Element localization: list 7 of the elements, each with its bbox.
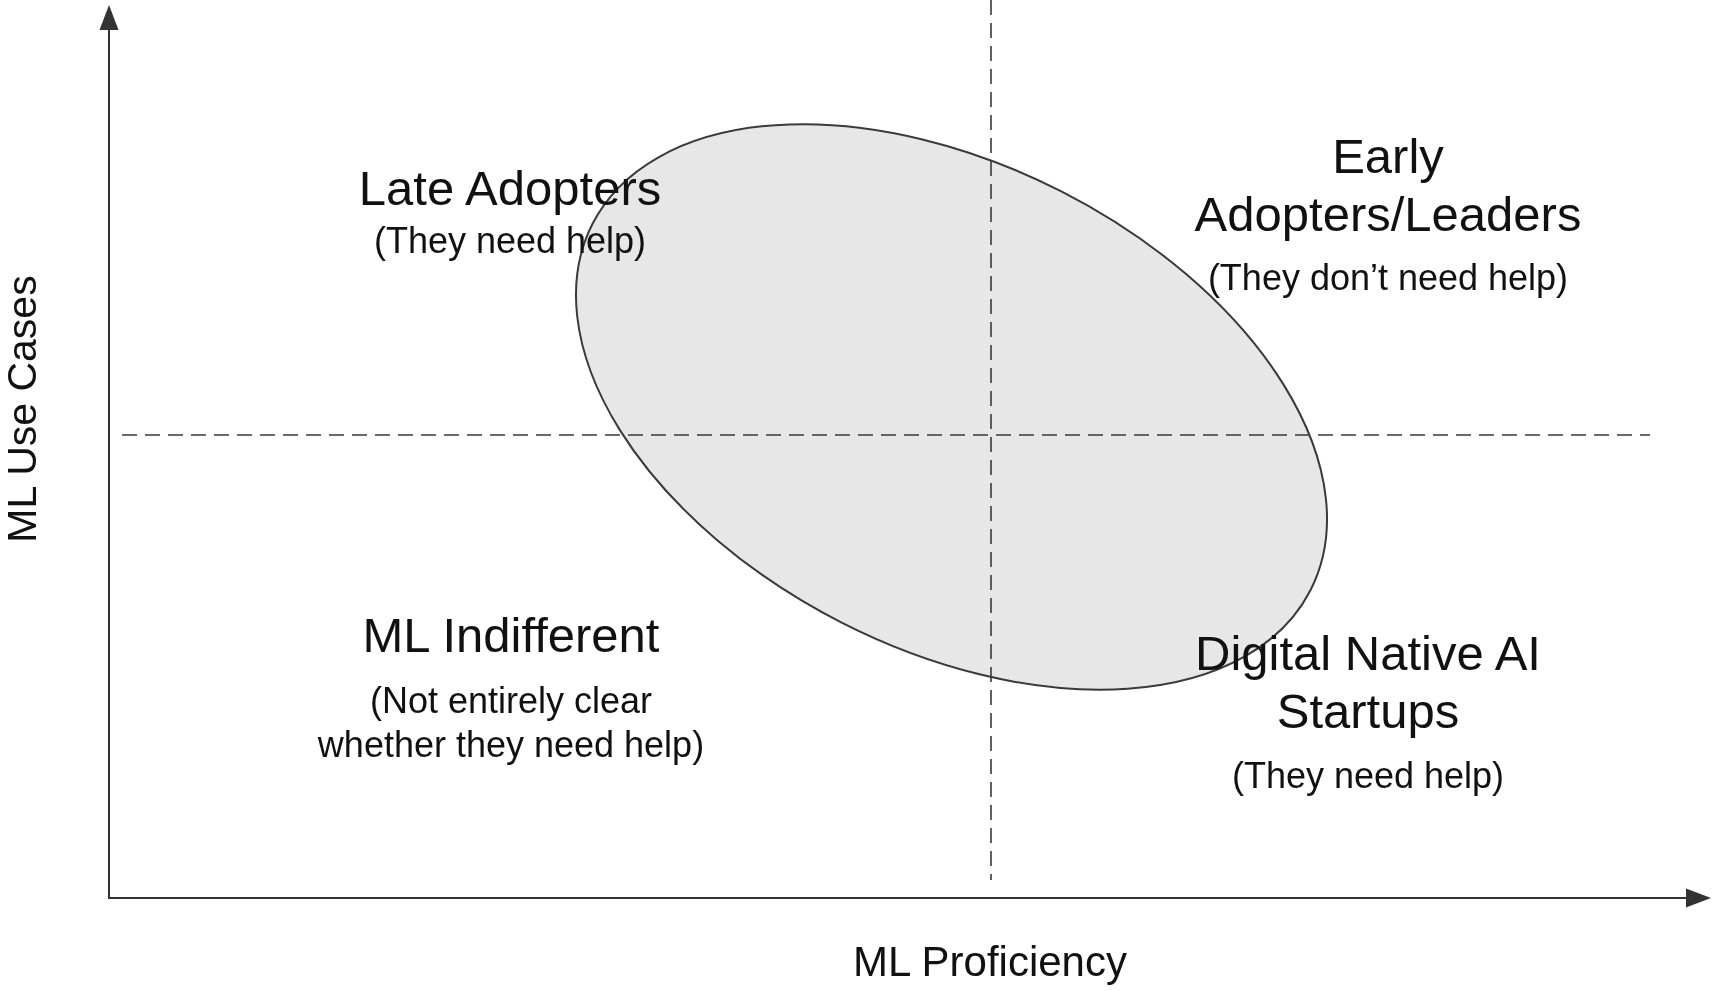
quadrant-title: Early Adopters/Leaders [1193,127,1583,244]
quadrant-title: ML Indifferent [362,606,660,664]
axis-label: ML Use Cases [1,275,43,543]
quadrant-note: (They need help) [1231,753,1505,798]
axis-label: ML Proficiency [853,938,1127,987]
quadrant-note: (They don’t need help) [1207,255,1569,300]
quadrant-note: (Not entirely clear whether they need help) [316,678,706,767]
